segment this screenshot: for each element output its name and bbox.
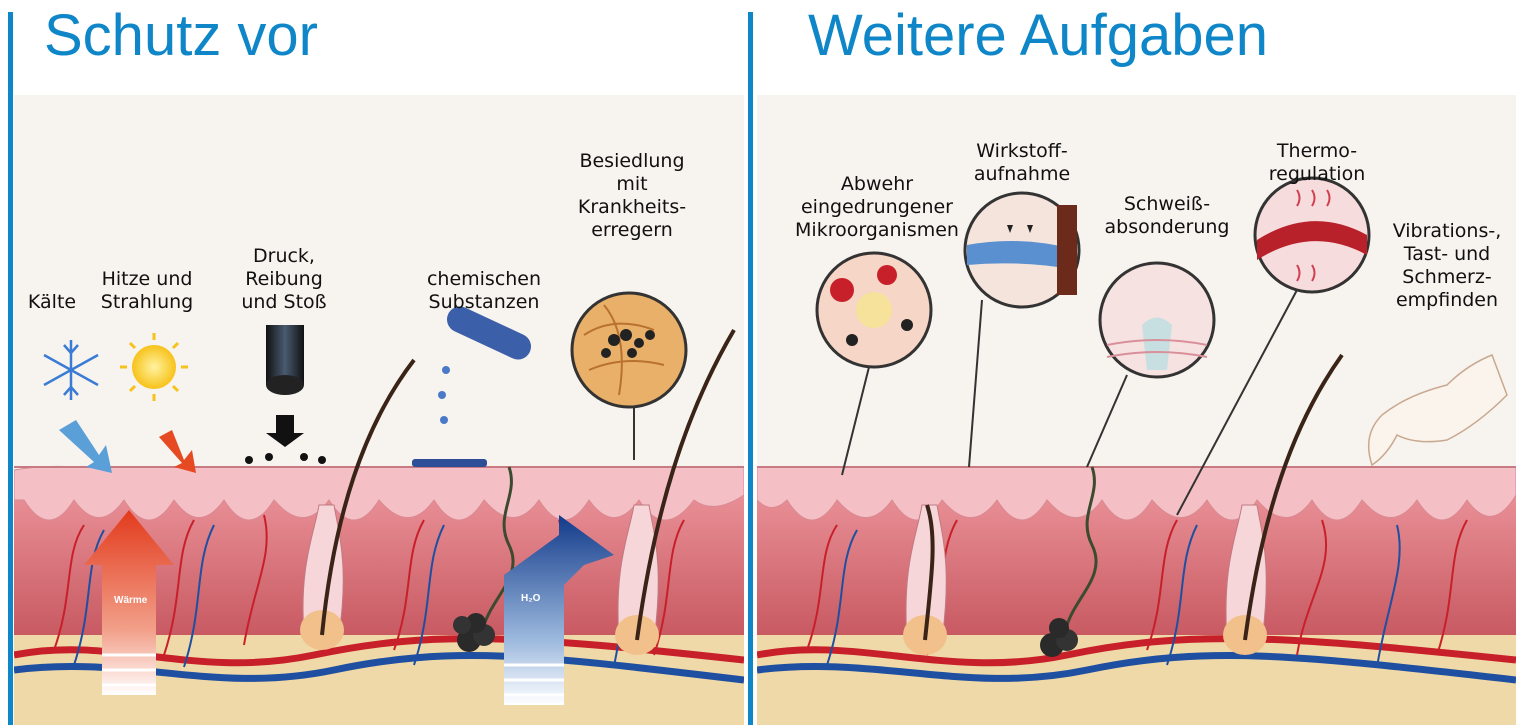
label-besiedlung: Besiedlung mit Krankheits- erregern xyxy=(562,150,702,242)
label-schweissabsonderung: Schweiß- absonderung xyxy=(1092,193,1242,239)
skin-functions-illustration: Abwehr eingedrungener Mikroorganismen Wi… xyxy=(757,95,1516,725)
label-abwehr: Abwehr eingedrungener Mikroorganismen xyxy=(787,173,967,242)
heading-weitere-aufgaben: Weitere Aufgaben xyxy=(808,0,1268,72)
left-border-line xyxy=(8,12,13,725)
label-vibrations-tast-schmerz: Vibrations-, Tast- und Schmerz- empfinde… xyxy=(1377,220,1516,312)
label-waerme: Wärme xyxy=(114,595,147,606)
label-thermoregulation: Thermo- regulation xyxy=(1252,140,1382,186)
skin-protection-illustration: Kälte Hitze und Strahlung Druck, Reibung… xyxy=(14,95,744,725)
label-druck-reibung-stoss: Druck, Reibung und Stoß xyxy=(229,245,339,314)
epidermis-layer xyxy=(757,467,1516,520)
label-hitze-strahlung: Hitze und Strahlung xyxy=(92,268,202,314)
label-wirkstoffaufnahme: Wirkstoff- aufnahme xyxy=(957,140,1087,186)
label-h2o: H₂O xyxy=(521,593,540,604)
center-divider-line xyxy=(748,12,753,725)
label-chemische-substanzen: chemischen Substanzen xyxy=(414,268,554,314)
heading-schutz-vor: Schutz vor xyxy=(44,0,318,72)
label-kaelte: Kälte xyxy=(22,291,82,314)
